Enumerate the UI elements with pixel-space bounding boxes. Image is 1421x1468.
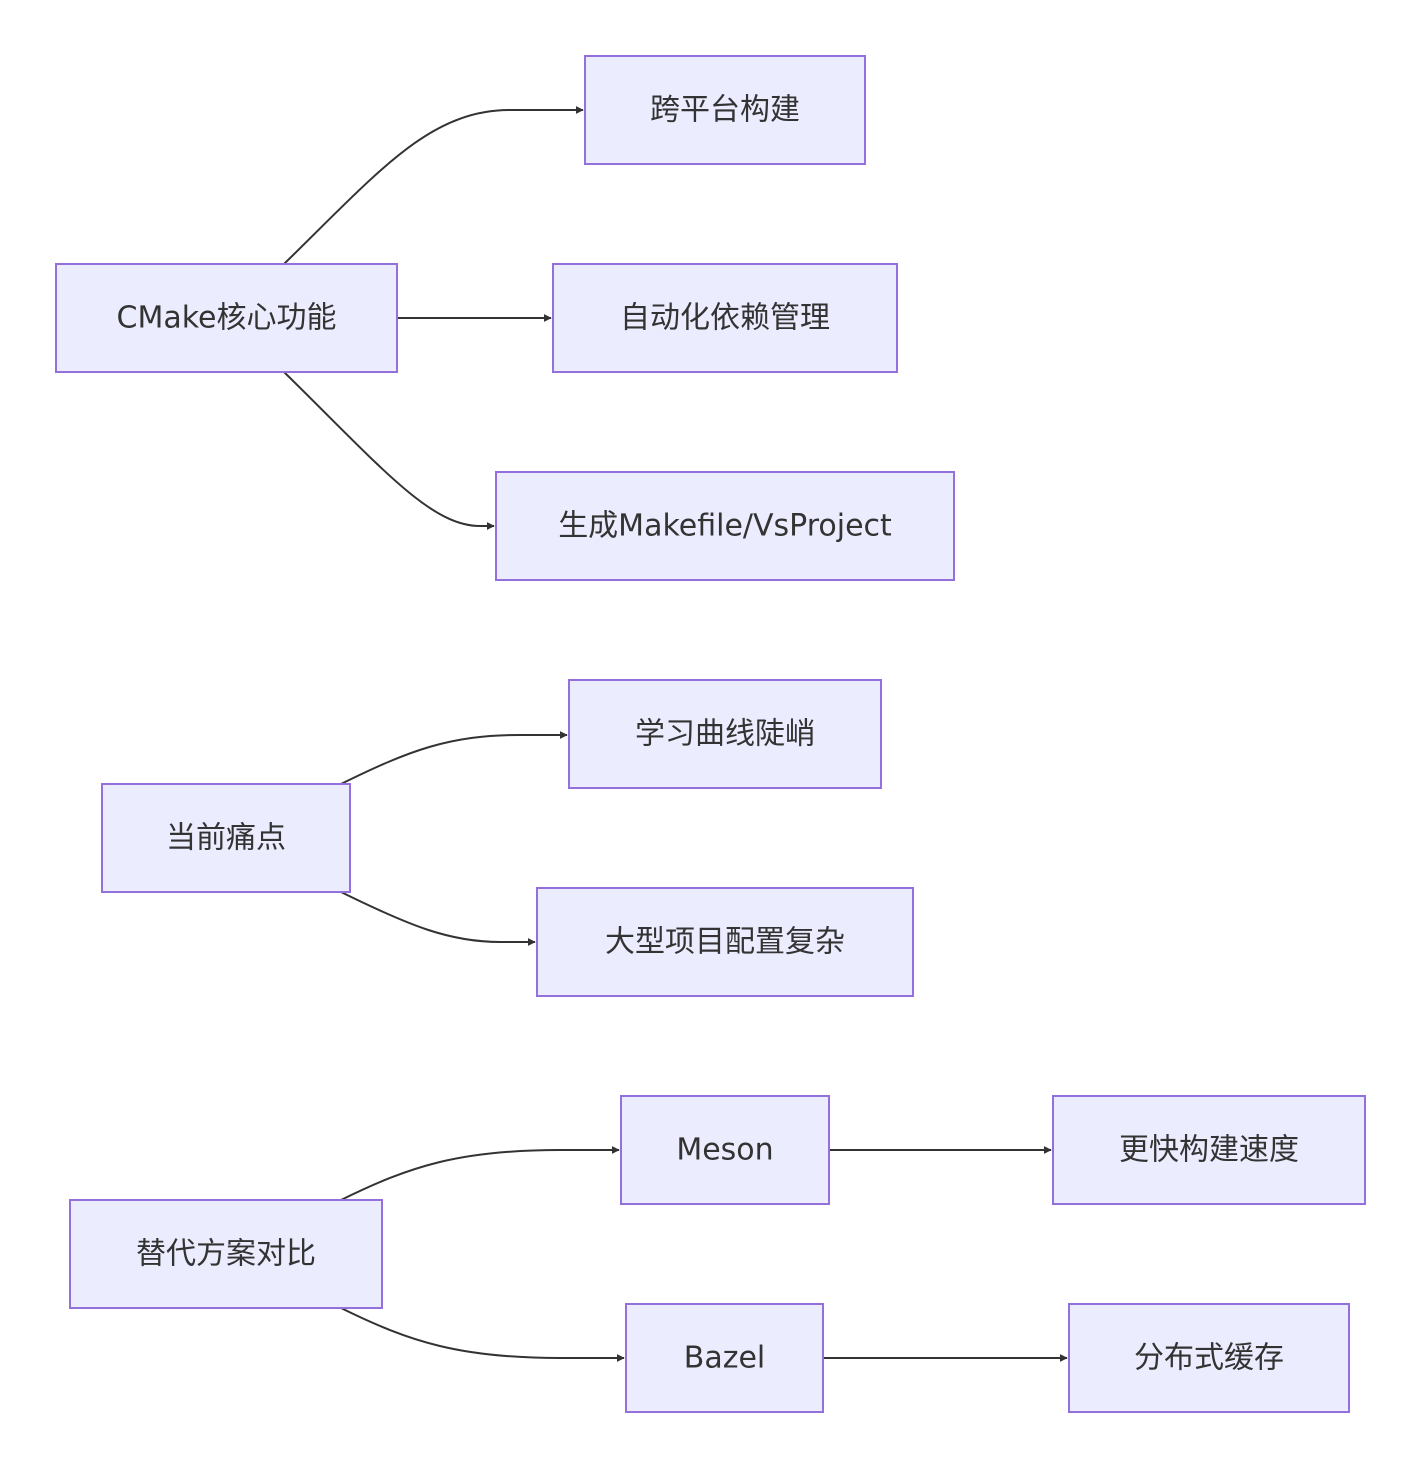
node-pain-points: 当前痛点 [101,783,351,893]
node-alternatives-label: 替代方案对比 [136,1237,316,1272]
node-dist-cache-label: 分布式缓存 [1134,1341,1284,1376]
node-cmake-core-label: CMake核心功能 [117,301,337,336]
node-dist-cache: 分布式缓存 [1068,1303,1350,1413]
edge-cmake-core-to-gen-makefile [283,371,495,530]
node-faster-build-label: 更快构建速度 [1119,1133,1299,1168]
node-pain-points-label: 当前痛点 [166,821,286,856]
edge-alternatives-to-bazel [340,1307,625,1362]
node-faster-build: 更快构建速度 [1052,1095,1366,1205]
node-gen-makefile-label: 生成Makefile/VsProject [558,509,892,544]
node-meson: Meson [620,1095,830,1205]
node-auto-deps: 自动化依赖管理 [552,263,898,373]
node-complex-config-label: 大型项目配置复杂 [605,925,845,960]
node-bazel-label: Bazel [684,1341,766,1376]
node-learning-curve-label: 学习曲线陡峭 [635,717,815,752]
node-meson-label: Meson [676,1133,773,1168]
node-cross-platform-label: 跨平台构建 [650,93,800,128]
edge-alternatives-to-meson [340,1146,620,1201]
edge-cmake-core-to-cross-platform [283,106,584,265]
node-bazel: Bazel [625,1303,824,1413]
edges [283,106,1068,1362]
node-auto-deps-label: 自动化依赖管理 [620,301,830,336]
node-cmake-core: CMake核心功能 [55,263,398,373]
node-complex-config: 大型项目配置复杂 [536,887,914,997]
node-alternatives: 替代方案对比 [69,1199,383,1309]
node-learning-curve: 学习曲线陡峭 [568,679,882,789]
edge-pain-points-to-complex-config [340,891,536,946]
node-cross-platform: 跨平台构建 [584,55,866,165]
edge-pain-points-to-learning-curve [340,731,568,785]
node-gen-makefile: 生成Makefile/VsProject [495,471,955,581]
